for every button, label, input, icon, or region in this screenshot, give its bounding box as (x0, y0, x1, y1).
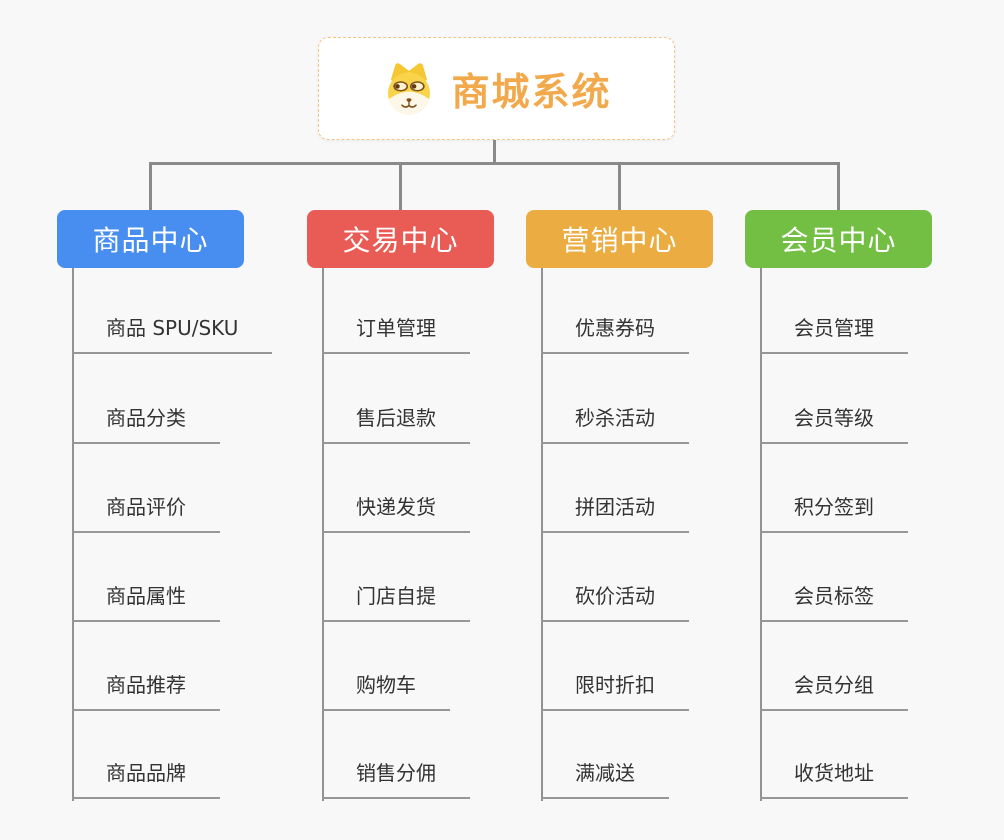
connector-drop-member (837, 164, 840, 210)
spine-trade (322, 268, 324, 801)
spine-product (72, 268, 74, 801)
leaf-node[interactable]: 收货地址 (760, 757, 908, 799)
leaf-node[interactable]: 商品品牌 (72, 757, 220, 799)
connector-drop-trade (399, 164, 402, 210)
branch-title: 交易中心 (342, 224, 459, 257)
leaf-node[interactable]: 销售分佣 (322, 757, 470, 799)
branch-box-trade[interactable]: 交易中心 (307, 210, 494, 268)
leaf-node[interactable]: 拼团活动 (541, 491, 689, 533)
branch-title: 商品中心 (92, 224, 209, 257)
leaf-node[interactable]: 会员标签 (760, 580, 908, 622)
leaf-node[interactable]: 订单管理 (322, 312, 470, 354)
leaf-node[interactable]: 会员等级 (760, 402, 908, 444)
branch-title: 营销中心 (561, 224, 678, 257)
branch-box-marketing[interactable]: 营销中心 (526, 210, 713, 268)
spine-marketing (541, 268, 543, 801)
branch-box-member[interactable]: 会员中心 (745, 210, 932, 268)
branch-box-product[interactable]: 商品中心 (57, 210, 244, 268)
spine-member (760, 268, 762, 801)
leaf-node[interactable]: 快递发货 (322, 491, 470, 533)
connector-drop-marketing (618, 164, 621, 210)
leaf-node[interactable]: 砍价活动 (541, 580, 689, 622)
root-title: 商城系统 (451, 70, 612, 114)
leaf-node[interactable]: 优惠券码 (541, 312, 689, 354)
leaf-node[interactable]: 秒杀活动 (541, 402, 689, 444)
leaf-node[interactable]: 商品评价 (72, 491, 220, 533)
connector-drop-product (149, 164, 152, 210)
root-node[interactable]: 商城系统 (318, 37, 675, 140)
dog-face-icon (381, 61, 437, 117)
leaf-node[interactable]: 满减送 (541, 757, 669, 799)
leaf-node[interactable]: 会员分组 (760, 669, 908, 711)
leaf-node[interactable]: 商品分类 (72, 402, 220, 444)
leaf-node[interactable]: 商品推荐 (72, 669, 220, 711)
connector-root-stub (493, 140, 496, 164)
connector-bus (149, 162, 840, 165)
leaf-node[interactable]: 商品属性 (72, 580, 220, 622)
branch-title: 会员中心 (780, 224, 897, 257)
leaf-node[interactable]: 限时折扣 (541, 669, 689, 711)
leaf-node[interactable]: 会员管理 (760, 312, 908, 354)
leaf-node[interactable]: 积分签到 (760, 491, 908, 533)
leaf-node[interactable]: 售后退款 (322, 402, 470, 444)
leaf-node[interactable]: 购物车 (322, 669, 450, 711)
leaf-node[interactable]: 门店自提 (322, 580, 470, 622)
leaf-node[interactable]: 商品 SPU/SKU (72, 312, 273, 354)
